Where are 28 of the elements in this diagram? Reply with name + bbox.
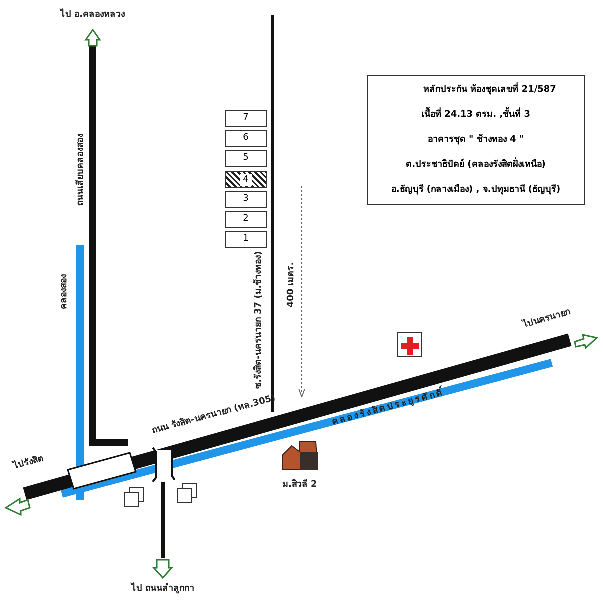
info-text: ต.ประชาธิปัตย์ (คลองรังสิตฝั่งเหนือ) xyxy=(372,157,580,171)
info-box xyxy=(367,75,585,205)
floor-box xyxy=(225,231,267,248)
floor-number: 6 xyxy=(242,132,250,146)
distance-label: 400 เมตร. xyxy=(285,262,298,308)
road-name: ซ.รังสิต-นครนายก 37 (ม.ช้างทอง) xyxy=(252,251,265,389)
info-text: อาคารชุด " ช้างทอง 4 " xyxy=(426,133,526,146)
direction-label: ไป ถนนลำลูกกา xyxy=(132,582,195,595)
floor-box xyxy=(225,130,267,148)
floor-number: 3 xyxy=(242,192,250,206)
floor-box xyxy=(225,211,267,228)
floor-number: 1 xyxy=(242,233,250,246)
direction-label: ไป อ.คลองหลวง xyxy=(60,8,126,21)
floor-number: 4 xyxy=(240,174,252,186)
info-text: อ.ธัญบุรี (กลางเมือง) , จ.ปทุมธานี (ธัญบุรี) xyxy=(390,183,562,196)
floor-box xyxy=(225,110,267,127)
info-text: หลักประกัน ห้องชุดเลขที่ 21/587 xyxy=(372,82,580,96)
floor-box xyxy=(225,170,267,188)
floor-number: 2 xyxy=(242,213,250,226)
road-name: ถนนเลียบคลองสอง xyxy=(74,134,87,206)
info-text: เนื้อที่ 24.13 ตรม. ,ชั้นที่ 3 xyxy=(372,107,580,121)
floor-box xyxy=(225,150,267,168)
canal-name: คลองสอง xyxy=(58,274,70,310)
floor-box xyxy=(225,190,267,208)
place-name: ม.สิวลี 2 xyxy=(282,478,318,491)
floor-number: 5 xyxy=(242,152,250,166)
direction-label: ไปรังสิต xyxy=(11,453,45,473)
floor-number: 7 xyxy=(242,112,250,125)
